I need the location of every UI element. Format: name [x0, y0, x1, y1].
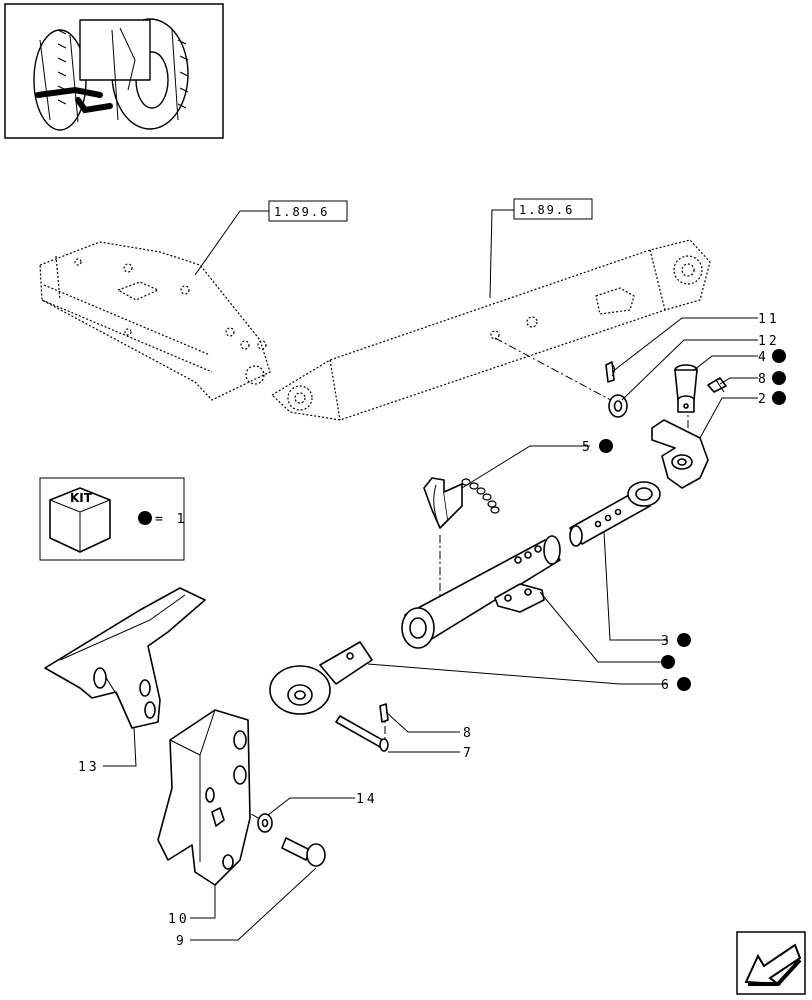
callout-8-upper: 8	[758, 371, 786, 387]
stabilizer-pin-part	[651, 419, 709, 489]
svg-text:13: 13	[78, 760, 100, 775]
svg-text:11: 11	[758, 312, 780, 327]
kit-badge-text: KIT	[70, 491, 93, 505]
chain-clip-part	[423, 477, 500, 529]
kit-marker	[772, 391, 786, 405]
kit-marker	[677, 633, 691, 647]
spring-clip-part	[707, 377, 727, 393]
kit-box-icon: KIT	[49, 487, 111, 553]
callout-11: 11	[758, 312, 780, 327]
tractor-thumbnail-icon[interactable]	[4, 3, 224, 139]
navigation-arrow-icon[interactable]	[736, 931, 806, 995]
kit-legend: KIT = 1	[39, 477, 187, 561]
axis-line-bolt	[209, 789, 266, 823]
svg-text:12: 12	[758, 334, 780, 349]
callout-6: 6	[661, 677, 691, 693]
callout-12: 12	[758, 334, 780, 349]
svg-text:8: 8	[758, 372, 769, 387]
svg-text:4: 4	[758, 350, 769, 365]
stabilizer-body-part	[401, 535, 561, 649]
svg-text:2: 2	[758, 392, 769, 407]
svg-text:9: 9	[176, 934, 187, 949]
axis-line-upper	[494, 337, 621, 406]
callout-14: 14	[356, 792, 378, 807]
lift-arm-outline	[39, 241, 271, 401]
svg-text:6: 6	[661, 678, 672, 693]
bracket-13-part	[44, 587, 206, 729]
telescopic-rod-part	[569, 481, 661, 547]
leader-lines	[103, 317, 758, 941]
kit-marker	[599, 439, 613, 453]
callout-7: 7	[463, 746, 474, 761]
callout-2: 2	[758, 391, 786, 407]
kit-marker	[661, 655, 675, 669]
ball-pin-part	[674, 364, 698, 413]
reference-label-right: 1.89.6	[519, 203, 574, 217]
washer-part	[608, 394, 628, 418]
lower-link-outline	[271, 239, 711, 421]
callout-10: 10	[168, 912, 190, 927]
reference-label-left: 1.89.6	[274, 205, 329, 219]
kit-legend-text: = 1	[155, 512, 187, 527]
callout-13: 13	[78, 760, 100, 775]
kit-marker	[772, 349, 786, 363]
svg-text:7: 7	[463, 746, 474, 761]
callout-4: 4	[758, 349, 786, 365]
kit-marker	[772, 371, 786, 385]
svg-text:10: 10	[168, 912, 190, 927]
yoke-end-part	[269, 641, 373, 715]
clevis-pin-part	[335, 703, 389, 752]
callout-9: 9	[176, 934, 187, 949]
bolt-9-part	[281, 837, 326, 867]
callout-3: 3	[661, 633, 691, 649]
bracket-10-part	[157, 709, 251, 886]
svg-text:14: 14	[356, 792, 378, 807]
svg-text:8: 8	[463, 726, 474, 741]
svg-text:3: 3	[661, 634, 672, 649]
washer-14-part	[257, 813, 273, 833]
reference-box-right[interactable]: 1.89.6	[489, 198, 593, 299]
kit-marker	[677, 677, 691, 691]
lynch-pin-part	[605, 361, 616, 383]
kit-marker	[138, 511, 152, 525]
callout-unlabeled	[661, 655, 675, 669]
callout-5: 5	[582, 439, 613, 455]
svg-text:5: 5	[582, 440, 593, 455]
reference-box-left[interactable]: 1.89.6	[194, 200, 348, 276]
callout-8-lower: 8	[463, 726, 474, 741]
